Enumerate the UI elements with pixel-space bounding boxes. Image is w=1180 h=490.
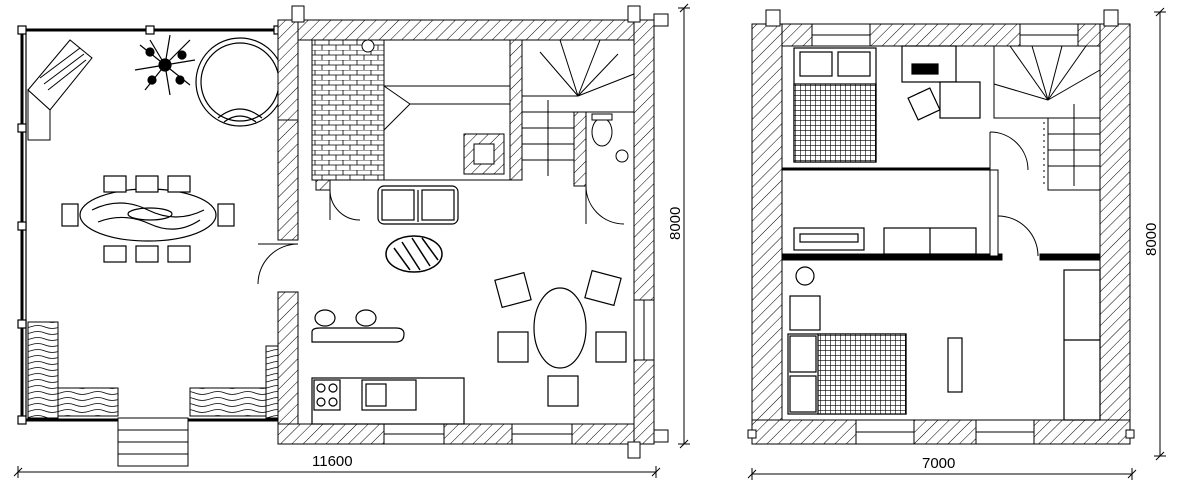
lounge-chair — [27, 39, 93, 141]
ground-floor-plan: 11600 8000 — [13, 3, 690, 478]
dresser — [793, 227, 1101, 421]
bed-upper-1 — [793, 47, 877, 163]
bed-upper-2 — [787, 266, 907, 415]
sofa — [377, 185, 459, 225]
entry-steps — [117, 417, 189, 467]
doors — [257, 185, 625, 285]
rug — [385, 235, 443, 273]
dining-table — [61, 175, 235, 263]
staircase — [521, 39, 635, 176]
plan1-height-dimension: 8000 — [667, 207, 684, 240]
terrace — [17, 25, 283, 425]
terrace-benches — [27, 321, 295, 419]
coffee-table-set — [494, 269, 627, 407]
kitchen — [311, 309, 465, 425]
upper-dimension-lines — [747, 7, 1166, 480]
toilet — [591, 113, 629, 163]
desk — [901, 45, 981, 121]
upper-floor-plan: 7000 8000 — [747, 7, 1166, 480]
plant-icon — [134, 34, 196, 96]
hot-tub — [195, 37, 285, 127]
dimension-lines — [13, 3, 690, 478]
plan2-height-dimension: 8000 — [1143, 223, 1160, 256]
plan1-width-dimension: 11600 — [312, 453, 353, 470]
upper-windows — [811, 23, 1079, 445]
plan2-width-dimension: 7000 — [922, 455, 955, 472]
upper-staircase — [993, 45, 1101, 191]
upper-doors — [989, 131, 1039, 257]
fireplace — [311, 39, 511, 181]
